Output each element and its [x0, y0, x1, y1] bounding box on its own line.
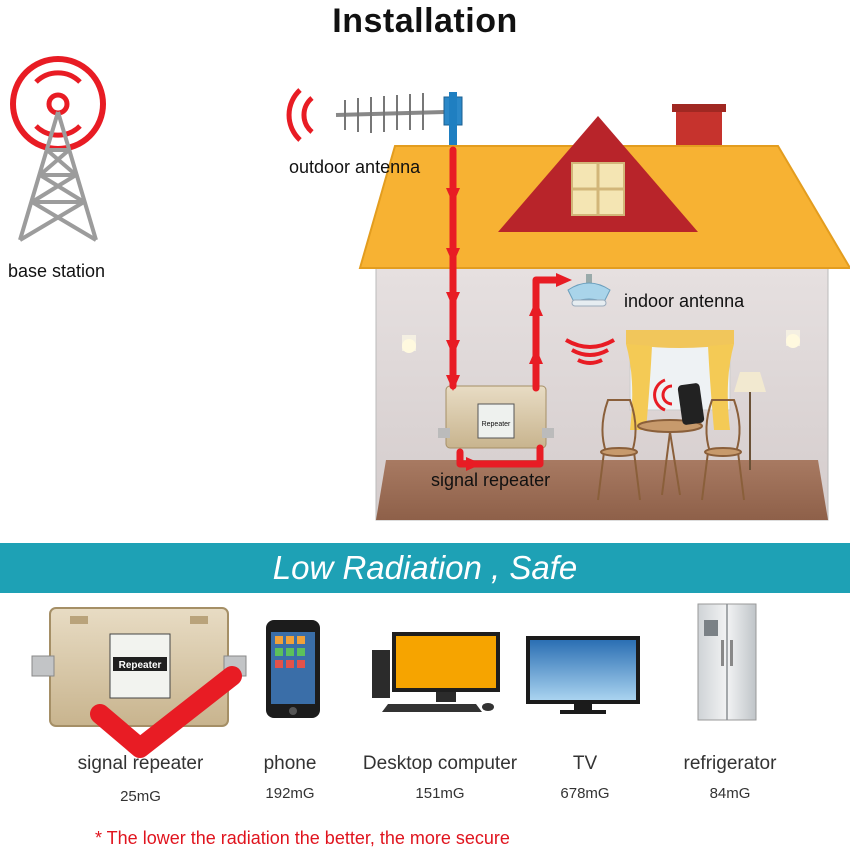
signal-repeater-label: signal repeater: [431, 470, 551, 490]
house-floor: [376, 460, 828, 520]
low-radiation-banner: Low Radiation , Safe: [0, 543, 850, 593]
outdoor-antenna-label: outdoor antenna: [289, 157, 421, 177]
device-value-refrigerator: 84mG: [709, 785, 751, 802]
device-value-phone: 192mG: [265, 785, 315, 802]
footnote: * The lower the radiation the better, th…: [95, 828, 510, 848]
device-name-tv: TV: [572, 753, 598, 774]
checkmark-icon: [90, 666, 242, 758]
repeater-screen-label: Repeater: [119, 660, 162, 671]
device-value-tv: 678mG: [560, 785, 610, 802]
device-value-desktop: 151mG: [415, 785, 465, 802]
refrigerator-icon: [697, 603, 757, 721]
page-title: Installation: [332, 2, 518, 40]
attic-window: [571, 162, 625, 216]
device-name-signal-repeater: signal repeater: [77, 753, 204, 774]
indoor-antenna-icon: [567, 274, 611, 307]
tv-icon: [526, 636, 640, 714]
floor-lamp: [734, 372, 766, 470]
device-name-desktop: Desktop computer: [362, 753, 518, 774]
base-station-label: base station: [8, 261, 106, 281]
indoor-antenna-label: indoor antenna: [624, 291, 745, 311]
desktop-computer-icon: [372, 632, 500, 712]
wall-lamp-left: [402, 335, 416, 353]
phone-icon: [266, 620, 320, 718]
repeater-device-large: Repeater: [31, 607, 247, 727]
device-name-phone: phone: [263, 753, 317, 774]
smartphone-icon: [653, 378, 705, 425]
base-station-tower-icon: [10, 56, 106, 242]
repeater-device-house: Repeater: [438, 385, 554, 449]
repeater-screen-label-small: Repeater: [482, 421, 511, 428]
wall-lamp-right: [786, 330, 800, 348]
device-name-refrigerator: refrigerator: [683, 753, 777, 774]
outdoor-antenna-icon: [286, 88, 463, 152]
signal-arrowheads: [446, 188, 572, 471]
signal-waves-indoor: [564, 338, 616, 365]
device-value-signal-repeater: 25mG: [120, 788, 161, 805]
